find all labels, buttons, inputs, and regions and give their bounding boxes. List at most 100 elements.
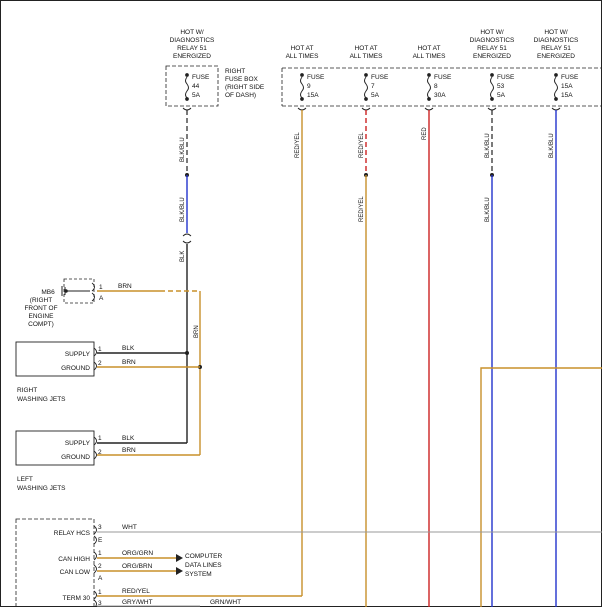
fuse-symbol-44 bbox=[185, 73, 189, 101]
label-brn-mb6: BRN bbox=[118, 283, 132, 290]
svg-text:ENGINE: ENGINE bbox=[29, 313, 55, 320]
svg-text:5A: 5A bbox=[371, 92, 380, 99]
right-washing-jets-box bbox=[15, 341, 95, 377]
label-gry-wht: GRY/WHT bbox=[122, 599, 153, 606]
computer-data-lines-label: COMPUTER DATA LINES SYSTEM bbox=[185, 553, 223, 578]
svg-text:DIAGNOSTICS: DIAGNOSTICS bbox=[470, 37, 515, 44]
right-jets-pin-1: 1 bbox=[98, 346, 102, 353]
svg-text:ALL TIMES: ALL TIMES bbox=[413, 53, 447, 60]
svg-text:FUSE BOX: FUSE BOX bbox=[225, 76, 259, 83]
label-blk-blu-1: BLK/BLU bbox=[180, 137, 186, 162]
label-org-grn: ORG/GRN bbox=[122, 550, 153, 557]
svg-text:HOT W/: HOT W/ bbox=[544, 29, 568, 36]
left-jets-caption-1: LEFT bbox=[17, 476, 33, 483]
label-blk-blu-2: BLK/BLU bbox=[180, 197, 186, 222]
mb6-pin-a: A bbox=[99, 295, 104, 302]
svg-text:15A: 15A bbox=[561, 83, 573, 90]
fuse-label-9: FUSE 9 15A bbox=[307, 74, 325, 99]
svg-text:15A: 15A bbox=[307, 92, 319, 99]
svg-text:OF DASH): OF DASH) bbox=[225, 92, 256, 99]
mb6-pin-1: 1 bbox=[99, 284, 103, 291]
fuse-label-8: FUSE 8 30A bbox=[434, 74, 452, 99]
left-washing-jets-box bbox=[15, 430, 95, 466]
svg-text:(RIGHT SIDE: (RIGHT SIDE bbox=[225, 84, 265, 91]
svg-text:FUSE: FUSE bbox=[561, 74, 579, 81]
svg-text:44: 44 bbox=[192, 83, 200, 90]
right-jets-supply: SUPPLY bbox=[65, 351, 91, 358]
fuse-box-outline-left bbox=[165, 65, 219, 107]
connector-blk bbox=[182, 233, 192, 244]
svg-text:FUSE: FUSE bbox=[371, 74, 389, 81]
fuse-symbol-9 bbox=[300, 73, 304, 101]
ground-dot bbox=[64, 289, 68, 293]
relay-pin-1b: 1 bbox=[98, 589, 102, 596]
right-jets-connector bbox=[93, 347, 97, 371]
feed-label-5: HOT W/ DIAGNOSTICS RELAY 51 ENERGIZED bbox=[470, 29, 515, 60]
svg-text:ALL TIMES: ALL TIMES bbox=[350, 53, 384, 60]
feed-label-3: HOT AT ALL TIMES bbox=[350, 45, 384, 60]
svg-text:RELAY 51: RELAY 51 bbox=[541, 45, 571, 52]
left-jets-pin-2: 2 bbox=[98, 449, 102, 456]
arrow-can-high bbox=[176, 554, 183, 562]
svg-text:HOT AT: HOT AT bbox=[291, 45, 314, 52]
svg-text:HOT AT: HOT AT bbox=[355, 45, 378, 52]
fuse-label-15a: FUSE 15A 15A bbox=[561, 74, 579, 99]
label-blk-right-jets: BLK bbox=[122, 345, 135, 352]
svg-text:RELAY 51: RELAY 51 bbox=[177, 45, 207, 52]
relay-term-30: TERM 30 bbox=[63, 595, 91, 602]
label-brn-left-jets: BRN bbox=[122, 447, 136, 454]
svg-text:ENERGIZED: ENERGIZED bbox=[473, 53, 511, 60]
svg-text:(RIGHT: (RIGHT bbox=[30, 297, 52, 304]
svg-text:30A: 30A bbox=[434, 92, 446, 99]
arrow-can-low bbox=[176, 567, 183, 575]
label-blk-blu-4: BLK/BLU bbox=[485, 197, 491, 222]
label-wht: WHT bbox=[122, 524, 137, 531]
label-grn-wht: GRN/WHT bbox=[210, 599, 241, 606]
svg-text:8: 8 bbox=[434, 83, 438, 90]
feed-label-6: HOT W/ DIAGNOSTICS RELAY 51 ENERGIZED bbox=[534, 29, 579, 60]
svg-text:15A: 15A bbox=[561, 92, 573, 99]
svg-text:COMPT): COMPT) bbox=[28, 321, 54, 328]
label-blk-blu-3: BLK/BLU bbox=[485, 133, 491, 158]
label-blk-left-jets: BLK bbox=[122, 435, 135, 442]
left-jets-connector bbox=[93, 436, 97, 460]
right-jets-caption-1: RIGHT bbox=[17, 387, 37, 394]
wire-brn-right bbox=[480, 367, 602, 607]
fuse-connectors bbox=[182, 107, 561, 111]
svg-text:7: 7 bbox=[371, 83, 375, 90]
fuse-label-7: FUSE 7 5A bbox=[371, 74, 389, 99]
svg-text:ENERGIZED: ENERGIZED bbox=[173, 53, 211, 60]
right-jets-caption-2: WASHING JETS bbox=[17, 396, 66, 403]
splice-dot bbox=[185, 351, 189, 355]
relay-title: RELAY HCS bbox=[54, 530, 91, 537]
relay-pin-3: 3 bbox=[98, 524, 102, 531]
relay-pin-e: E bbox=[98, 537, 103, 544]
svg-text:53: 53 bbox=[497, 83, 505, 90]
label-brn-right-jets: BRN bbox=[122, 359, 136, 366]
right-jets-ground: GROUND bbox=[61, 365, 90, 372]
svg-text:RELAY 51: RELAY 51 bbox=[477, 45, 507, 52]
svg-text:HOT AT: HOT AT bbox=[418, 45, 441, 52]
svg-text:DIAGNOSTICS: DIAGNOSTICS bbox=[170, 37, 215, 44]
svg-text:SYSTEM: SYSTEM bbox=[185, 571, 212, 578]
relay-connectors bbox=[93, 525, 97, 607]
svg-text:9: 9 bbox=[307, 83, 311, 90]
relay-pin-a: A bbox=[98, 575, 103, 582]
svg-text:DIAGNOSTICS: DIAGNOSTICS bbox=[534, 37, 579, 44]
right-jets-pin-2: 2 bbox=[98, 360, 102, 367]
svg-text:MB6: MB6 bbox=[41, 289, 55, 296]
svg-text:FUSE: FUSE bbox=[497, 74, 515, 81]
mb6-ground-box bbox=[63, 278, 95, 304]
fuse-symbol-8 bbox=[427, 73, 431, 101]
label-red-yel-1: RED/YEL bbox=[295, 132, 301, 158]
svg-text:FUSE: FUSE bbox=[434, 74, 452, 81]
feed-label-4: HOT AT ALL TIMES bbox=[413, 45, 447, 60]
fuse-symbol-53 bbox=[490, 73, 494, 101]
svg-text:FUSE: FUSE bbox=[307, 74, 325, 81]
label-blk-blu-5: BLK/BLU bbox=[549, 133, 555, 158]
label-red-yel-2: RED/YEL bbox=[359, 132, 365, 158]
